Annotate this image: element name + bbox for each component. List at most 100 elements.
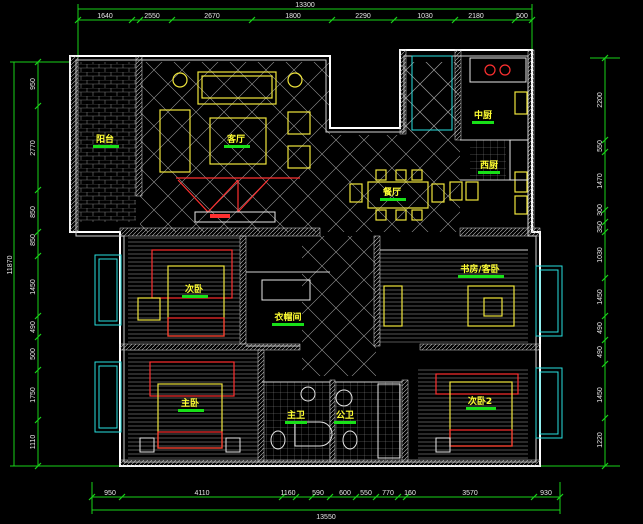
right-dim-3: 300 [597,204,604,216]
dimension-tick [352,493,360,501]
right-dim-4: 350 [597,221,604,233]
top-dim-0: 1640 [97,13,113,20]
left-dim-1: 2770 [30,140,37,156]
right-dimension-chain: 2200 550 1470 300 350 1030 1450 490 490 … [540,54,620,470]
bottom-dim-0: 950 [104,490,116,497]
label-dining: 餐厅 [382,186,401,198]
bottom-dim-3: 590 [312,490,324,497]
top-dim-7: 500 [516,13,528,20]
dimension-tick [248,16,256,24]
label-study: 书房/客卧 [460,263,499,275]
dimension-tick [528,16,536,24]
right-dim-2: 1470 [597,173,604,189]
top-dim-3: 1800 [285,13,301,20]
top-dim-2: 2670 [204,13,220,20]
left-dim-6: 500 [30,348,37,360]
dimension-tick [601,148,609,156]
top-dim-5: 1030 [417,13,433,20]
right-dim-6: 1450 [597,289,604,305]
dimension-tick [136,16,144,24]
dimension-tick [34,312,42,320]
label-cloakroom: 衣帽间 [274,311,301,323]
dimension-tick [88,493,96,501]
left-dim-8: 1110 [30,435,37,450]
left-total-dim: 11870 [7,255,14,274]
dimension-tick [372,493,380,501]
dimension-tick [118,493,126,501]
label-master-bedroom: 主卧 [181,397,199,409]
dimension-tick [326,493,334,501]
bottom-dim-7: 160 [404,490,416,497]
bottom-dim-2: 1160 [280,490,295,497]
label-western-kitchen: 西厨 [480,160,498,171]
left-dim-4: 1450 [30,279,37,295]
bottom-dim-9: 930 [540,490,552,497]
dimension-tick [34,228,42,236]
dimension-tick [128,16,136,24]
dimension-tick [402,493,410,501]
dimension-tick [601,414,609,422]
bottom-dim-8: 3570 [462,490,478,497]
dining-furniture [349,169,479,221]
left-dim-2: 850 [30,206,37,218]
right-dim-7: 490 [597,322,604,334]
dimension-tick [511,16,519,24]
dimension-tick [601,206,609,214]
right-dim-10: 1220 [597,432,604,448]
left-dim-5: 490 [30,321,37,333]
bathroom-fixtures [270,383,401,459]
study-furniture [383,285,515,327]
bottom-dim-4: 600 [339,490,351,497]
right-dim-1: 550 [597,140,604,152]
dimension-tick [308,493,316,501]
dimension-tick [601,54,609,62]
left-dim-3: 850 [30,234,37,246]
kitchen-furniture [469,57,529,215]
dimension-tick [601,336,609,344]
dimension-tick [34,416,42,424]
label-third-bedroom: 次卧2 [468,395,492,407]
dimension-tick [601,462,609,470]
bottom-dim-5: 550 [360,490,372,497]
right-dim-8: 490 [597,346,604,358]
top-dim-4: 2290 [355,13,371,20]
label-balcony: 阳台 [96,133,114,145]
third-bedroom-furniture [435,373,519,453]
dimension-tick [601,228,609,236]
dimension-tick [34,186,42,194]
bottom-dim-6: 770 [382,490,394,497]
bottom-dim-1: 4110 [194,490,209,497]
dimension-tick [34,462,42,470]
dimension-tick [278,493,286,501]
dimension-tick [530,493,538,501]
label-second-bedroom: 次卧 [185,283,203,295]
dimension-tick [34,366,42,374]
left-dim-0: 950 [30,78,37,90]
bottom-total-dim: 13550 [316,514,336,521]
label-public-bath: 公卫 [336,410,354,421]
living-room-furniture [159,71,311,223]
left-dim-7: 1750 [30,387,37,403]
room-labels: 阳台 客厅 餐厅 中厨 西厨 次卧 衣帽间 书房/客卧 主卧 主卫 公卫 次卧2 [93,109,504,424]
dimension-tick [34,333,42,341]
top-dim-1: 2550 [144,13,160,20]
right-dim-9: 1450 [597,387,604,403]
dimension-tick [328,16,336,24]
walls [69,49,541,467]
dimension-tick [556,493,564,501]
dimension-tick [394,493,402,501]
dimension-tick [168,16,176,24]
dimension-tick [292,493,300,501]
bay-windows [94,55,563,439]
label-master-bath: 主卫 [287,409,305,421]
dimension-tick [34,252,42,260]
master-bedroom-furniture [139,361,241,453]
top-dimension-chain: 13300 1640 2550 2670 1800 2290 1030 2180… [74,2,536,58]
label-living: 客厅 [226,133,245,145]
left-dimension-chain: 11870 950 2770 850 850 1450 490 500 1750… [7,58,120,470]
dimension-tick [601,274,609,282]
bottom-dimension-chain: 13550 950 4110 1160 590 600 550 770 160 … [88,482,564,521]
right-dim-5: 1030 [597,247,604,263]
dimension-tick [390,16,398,24]
